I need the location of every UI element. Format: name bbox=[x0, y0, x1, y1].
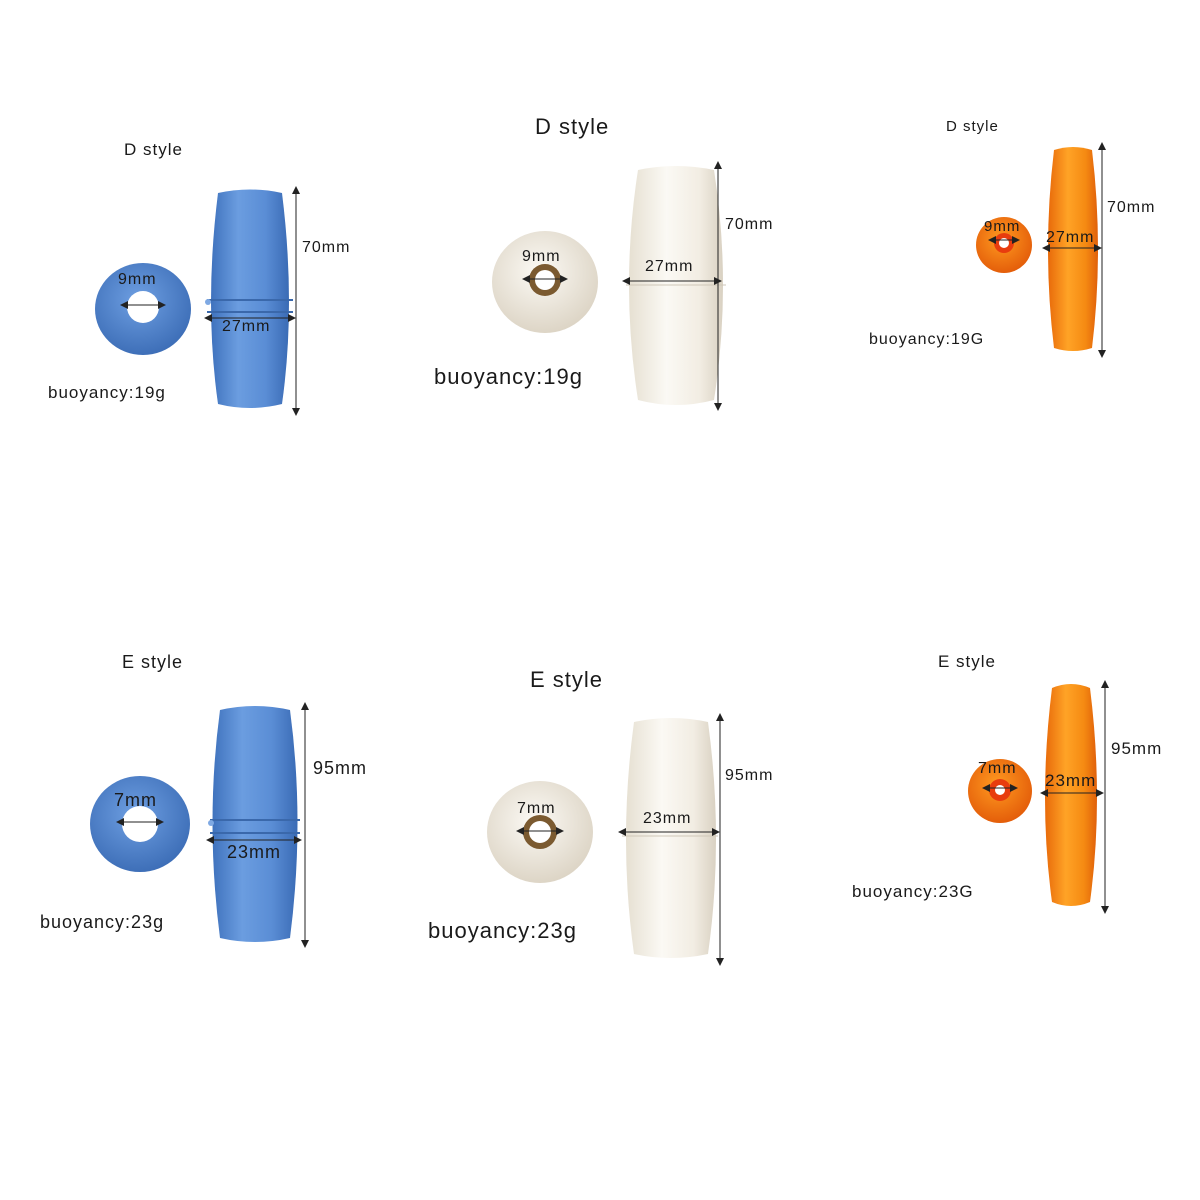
style-title: D style bbox=[124, 140, 183, 159]
float-body-icon bbox=[205, 189, 293, 408]
length-label: 95mm bbox=[725, 767, 774, 784]
diameter-label: 23mm bbox=[1045, 771, 1097, 790]
diameter-label: 27mm bbox=[1046, 229, 1095, 246]
float-panel-blue-d: D style 9mm 27mm 70mm buoyancy:19g bbox=[0, 0, 400, 600]
length-label: 70mm bbox=[1107, 199, 1156, 216]
style-title: E style bbox=[938, 652, 997, 671]
float-body-icon bbox=[1048, 147, 1098, 351]
length-label: 95mm bbox=[1111, 739, 1163, 758]
float-drawing bbox=[95, 186, 300, 416]
buoyancy-label: buoyancy:23g bbox=[40, 912, 165, 932]
hole-label: 7mm bbox=[978, 760, 1017, 777]
length-label: 95mm bbox=[313, 758, 368, 778]
hole-label: 7mm bbox=[517, 800, 556, 817]
buoyancy-label: buoyancy:19g bbox=[48, 383, 166, 402]
float-panel-orange-e: E style 7mm 23mm 95mm buoyancy:23G bbox=[800, 600, 1200, 1200]
diameter-label: 23mm bbox=[643, 810, 692, 827]
diameter-label: 23mm bbox=[227, 842, 282, 862]
float-body-icon bbox=[208, 706, 300, 942]
float-body-icon bbox=[622, 718, 718, 958]
diameter-label: 27mm bbox=[645, 258, 694, 275]
hole-label: 7mm bbox=[114, 790, 157, 810]
length-label: 70mm bbox=[725, 216, 774, 233]
hole-label: 9mm bbox=[522, 248, 561, 265]
float-panel-blue-e: E style 7mm 23mm 95mm buoyancy:23g bbox=[0, 600, 400, 1200]
float-drawing bbox=[968, 680, 1109, 914]
float-drawing bbox=[90, 702, 309, 948]
float-drawing bbox=[976, 142, 1106, 358]
float-panel-white-d: D style 9mm 27mm 70mm buoyancy:19g bbox=[400, 0, 800, 600]
buoyancy-label: buoyancy:19G bbox=[869, 331, 985, 348]
style-title: E style bbox=[122, 652, 184, 672]
float-body-icon bbox=[626, 166, 726, 405]
buoyancy-label: buoyancy:23g bbox=[428, 918, 577, 943]
style-title: E style bbox=[530, 667, 604, 692]
hole-label: 9mm bbox=[984, 218, 1021, 235]
diameter-label: 27mm bbox=[222, 318, 271, 335]
style-title: D style bbox=[946, 118, 999, 135]
ring-icon bbox=[487, 781, 593, 883]
length-label: 70mm bbox=[302, 239, 351, 256]
float-drawing bbox=[487, 713, 724, 966]
buoyancy-label: buoyancy:19g bbox=[434, 364, 583, 389]
style-title: D style bbox=[535, 114, 610, 139]
float-panel-white-e: E style 7mm 23mm 95mm buoyancy:23g bbox=[400, 600, 800, 1200]
hole-label: 9mm bbox=[118, 271, 157, 288]
float-body-icon bbox=[1045, 684, 1097, 906]
buoyancy-label: buoyancy:23G bbox=[852, 882, 974, 901]
float-panel-orange-d: D style 9mm 27mm 70mm buoyancy:19G bbox=[800, 0, 1200, 600]
ring-icon bbox=[492, 231, 598, 333]
float-drawing bbox=[492, 161, 726, 411]
